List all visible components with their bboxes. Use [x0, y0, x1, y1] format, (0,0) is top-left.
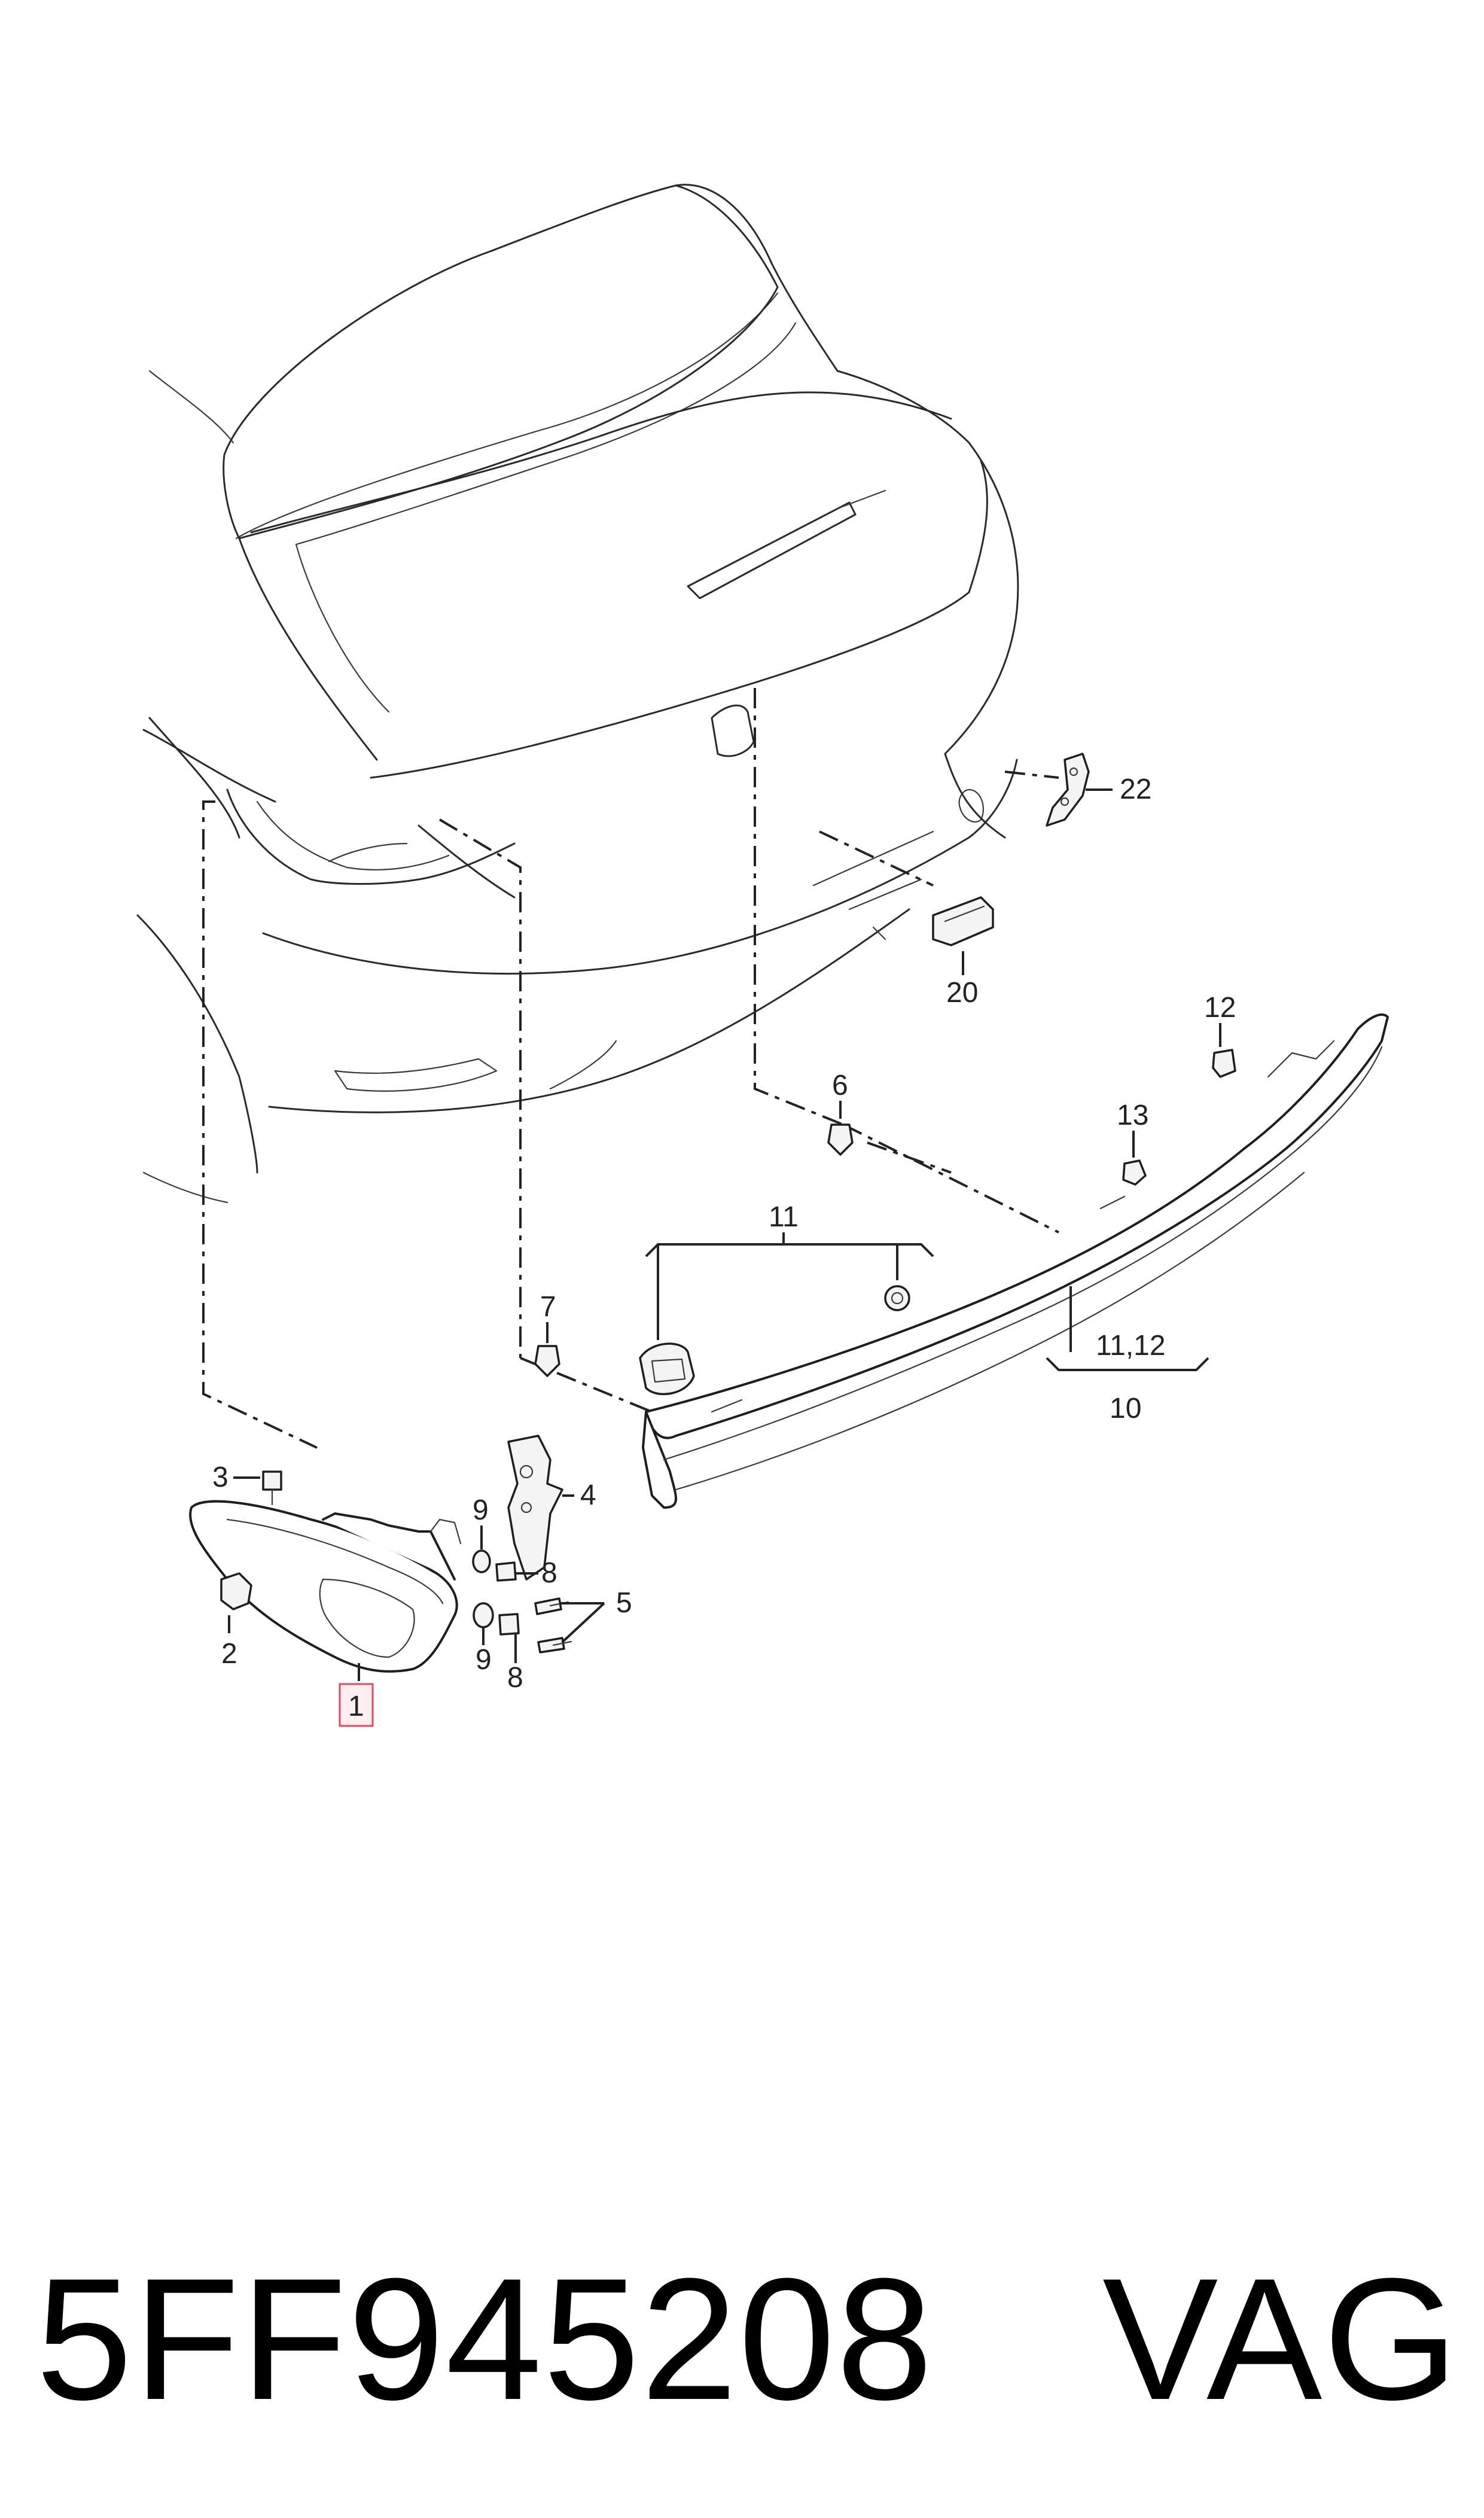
callout-3: 3	[212, 1462, 228, 1493]
rear-light-strip	[642, 1013, 1389, 1509]
fasteners	[220, 1049, 1236, 1654]
callout-9-top: 9	[473, 1494, 489, 1526]
callout-1: 1	[348, 1691, 364, 1722]
callout-8-bottom: 8	[507, 1662, 523, 1694]
connection-lines	[202, 688, 1059, 1449]
callout-11: 11	[769, 1201, 799, 1233]
side-trim-part	[1046, 753, 1090, 827]
callout-5: 5	[616, 1587, 632, 1619]
tail-light-assembly	[189, 1500, 462, 1673]
car-body-outline	[136, 184, 1019, 1204]
callout-12: 12	[1204, 992, 1236, 1024]
highlight-box	[339, 1683, 374, 1727]
callout-8-top: 8	[541, 1557, 557, 1589]
callout-4: 4	[580, 1479, 596, 1511]
callout-13: 13	[1117, 1100, 1148, 1131]
callout-7: 7	[540, 1291, 556, 1323]
callout-22: 22	[1120, 774, 1151, 805]
callout-labels: 22 20 12 6 13 11 11,12 10 7 3 4 9 8 5 2 …	[212, 774, 1236, 1727]
callout-10: 10	[1110, 1393, 1141, 1424]
footer: 5FF945208 VAG	[36, 2249, 1459, 2429]
brand-label: VAG	[1102, 2242, 1459, 2436]
part-number: 5FF945208	[36, 2242, 934, 2436]
leader-lines	[228, 788, 1221, 1681]
callout-2: 2	[221, 1638, 237, 1670]
callout-20: 20	[946, 977, 978, 1009]
callout-9-bottom: 9	[476, 1644, 492, 1676]
callout-6: 6	[832, 1070, 848, 1101]
license-plate-light	[932, 896, 994, 946]
callout-11-12: 11,12	[1096, 1330, 1166, 1362]
